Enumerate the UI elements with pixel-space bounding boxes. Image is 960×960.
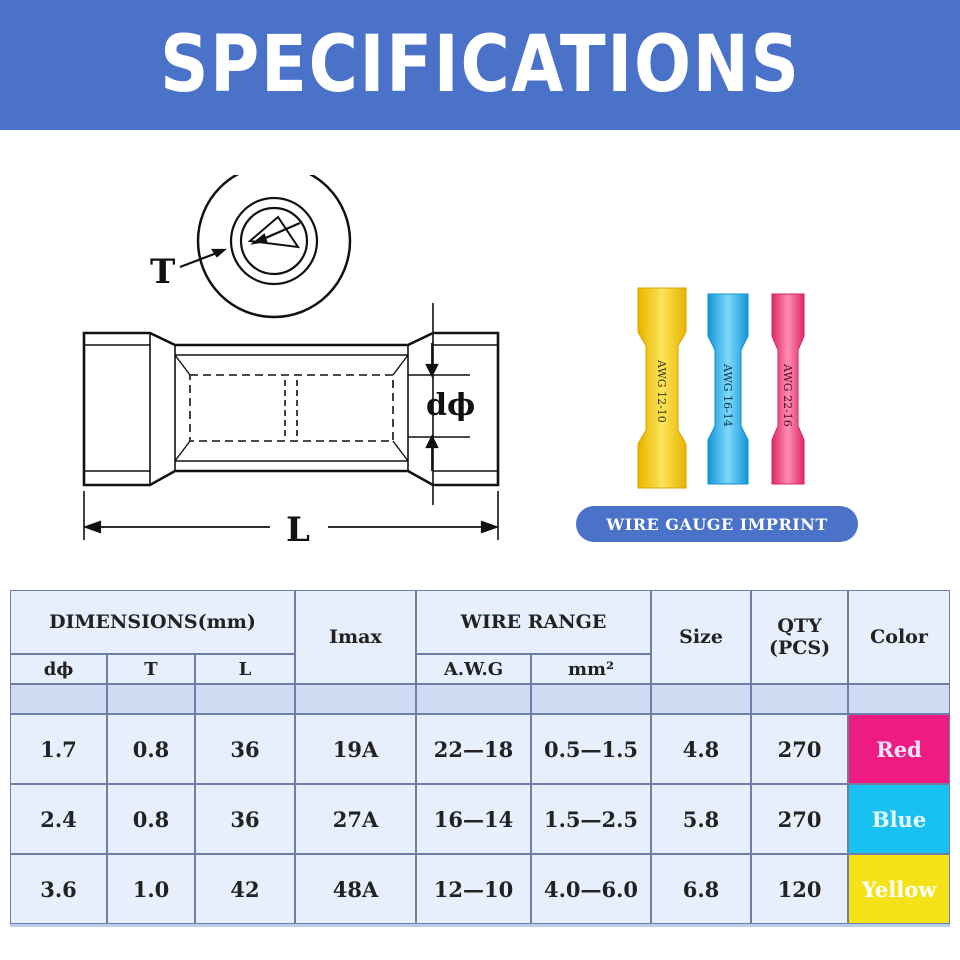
header-color: Color [848,590,951,684]
cell-dphi: 2.4 [10,784,107,854]
cell-imax: 27A [295,784,416,854]
cell-dphi: 1.7 [10,714,107,784]
yellow-imprint: AWG 12-10 [655,359,668,423]
cell-size: 4.8 [651,714,752,784]
wire-gauge-caption: WIRE GAUGE IMPRINT [576,506,858,542]
table-row: 1.7 0.8 36 19A 22—18 0.5—1.5 4.8 270 Red [10,714,951,784]
cell-t: 0.8 [107,714,195,784]
cell-qty: 120 [751,854,849,924]
blue-connector: AWG 16-14 [707,293,749,485]
table-row: 3.6 1.0 42 48A 12—10 4.0—6.0 6.8 120 Yel… [10,854,951,924]
cell-qty: 270 [751,784,849,854]
header-wire-range: WIRE RANGE [416,590,652,654]
table-spacer-row [10,684,951,714]
header-mm2: mm² [531,654,652,684]
cell-size: 5.8 [651,784,752,854]
header-imax: Imax [295,590,416,684]
label-d: dϕ [426,388,475,423]
yellow-connector: AWG 12-10 [637,287,687,489]
cell-dphi: 3.6 [10,854,107,924]
cell-imax: 48A [295,854,416,924]
cell-color-blue: Blue [848,784,951,854]
connector-drawing: T dϕ L [82,175,500,550]
cell-qty: 270 [751,714,849,784]
cell-size: 6.8 [651,854,752,924]
table-row: 2.4 0.8 36 27A 16—14 1.5—2.5 5.8 270 Blu… [10,784,951,854]
header-dimensions: DIMENSIONS(mm) [10,590,295,654]
cell-awg: 22—18 [416,714,531,784]
end-view-inner-circle [229,196,319,286]
label-l: L [286,510,310,550]
spec-table: DIMENSIONS(mm) Imax WIRE RANGE Size QTY … [10,590,951,927]
header-awg: A.W.G [416,654,531,684]
title-banner: SPECIFICATIONS [0,0,960,130]
blue-imprint: AWG 16-14 [721,363,734,427]
cell-l: 36 [195,784,295,854]
header-l: L [195,654,295,684]
cell-l: 42 [195,854,295,924]
cell-t: 0.8 [107,784,195,854]
cell-t: 1.0 [107,854,195,924]
cell-mm2: 1.5—2.5 [531,784,652,854]
pink-imprint: AWG 22-16 [781,363,794,427]
pink-connector: AWG 22-16 [771,293,805,485]
cell-mm2: 4.0—6.0 [531,854,652,924]
cell-imax: 19A [295,714,416,784]
header-size: Size [651,590,752,684]
page-title: SPECIFICATIONS [159,20,801,110]
end-view-outer-circle [196,175,352,319]
cell-awg: 16—14 [416,784,531,854]
cell-l: 36 [195,714,295,784]
header-qty: QTY (PCS) [751,590,849,684]
connector-photo: AWG 12-10 AWG 16-14 AWG 22-16 [637,287,805,489]
header-t: T [107,654,195,684]
end-view-core-circle [239,206,309,276]
label-t: T [150,252,175,292]
cell-color-yellow: Yellow [848,854,951,924]
header-dphi: dϕ [10,654,107,684]
cell-color-red: Red [848,714,951,784]
cell-awg: 12—10 [416,854,531,924]
cell-mm2: 0.5—1.5 [531,714,652,784]
